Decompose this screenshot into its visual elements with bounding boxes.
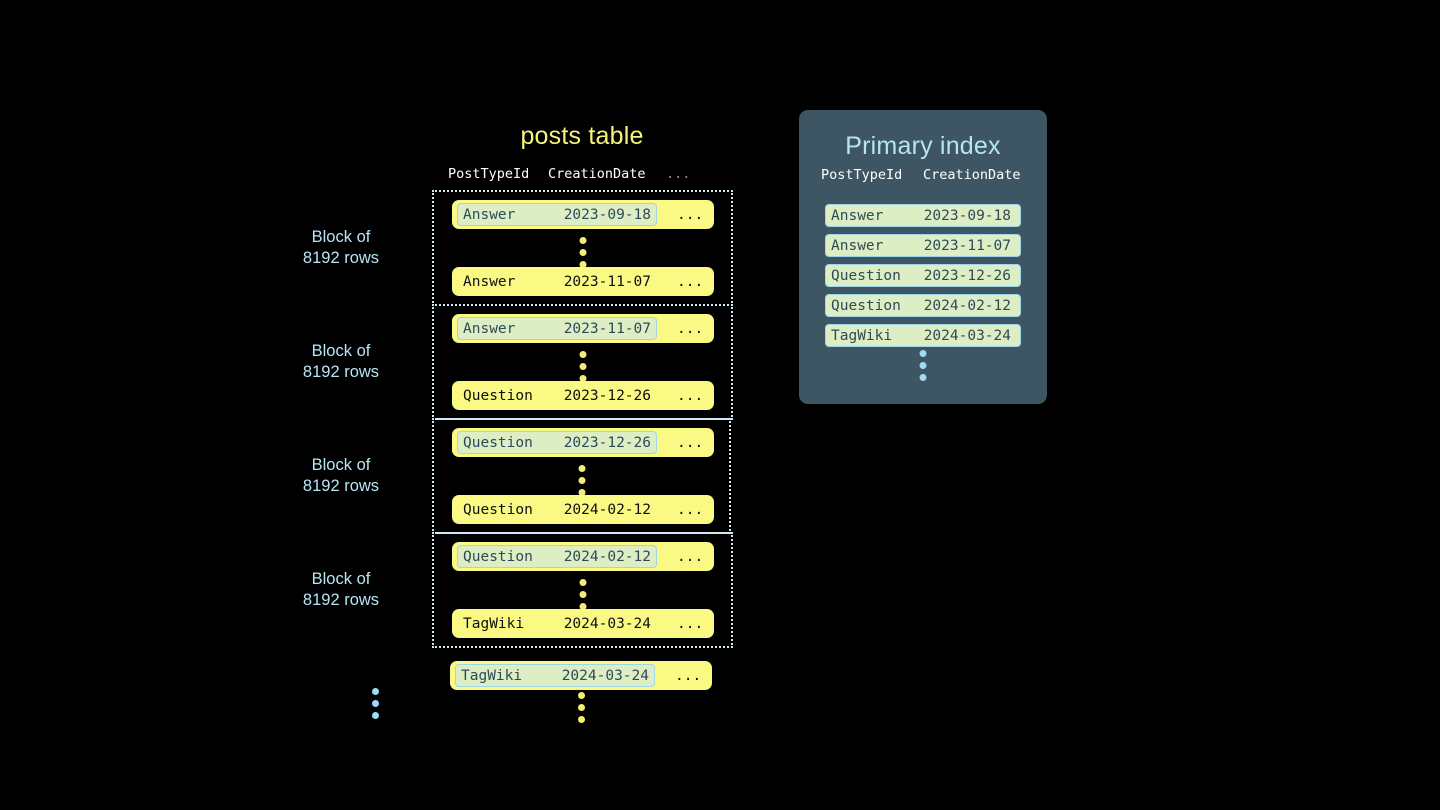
cell-ellipsis: ... [677,615,704,632]
block-label: Block of 8192 rows [302,228,380,267]
row-key-cells: TagWiki 2024-03-24 [455,664,655,687]
cell-creationdate: 2023-12-26 [923,267,1011,284]
cell-creationdate: 2024-02-12 [563,501,651,518]
table-block: Block of 8192 rows Answer 2023-09-18 ...… [303,190,733,306]
column-header-creationdate: CreationDate [548,166,646,182]
table-row[interactable]: Answer 2023-09-18 ... [452,200,714,229]
table-block: Block of 8192 rows Answer 2023-11-07 ...… [303,304,733,420]
list-item[interactable]: Question 2024-02-12 [825,294,1021,317]
cell-ellipsis: ... [677,501,704,518]
primary-index-column-headers: PostTypeId CreationDate [821,167,1027,183]
table-continuation-dots [578,692,585,723]
list-item[interactable]: TagWiki 2024-03-24 [825,324,1021,347]
cell-posttypeid: TagWiki [831,327,893,344]
row-key-cells: Question 2023-12-26 [457,431,657,454]
row-ellipsis-dots [579,579,586,610]
cell-creationdate: 2024-02-12 [923,297,1011,314]
row-key-cells: Answer 2023-09-18 [457,203,657,226]
cell-posttypeid: Answer [463,320,516,337]
table-row[interactable]: Answer 2023-11-07 ... [452,314,714,343]
row-key-cells: Question 2024-02-12 [457,498,657,521]
row-ellipsis-dots [579,237,586,268]
cell-ellipsis: ... [677,548,704,565]
cell-creationdate: 2023-12-26 [563,434,651,451]
cell-posttypeid: TagWiki [463,615,525,632]
cell-posttypeid: Question [463,434,533,451]
page-title: posts table [520,122,644,150]
primary-index-panel: Primary index PostTypeId CreationDate An… [799,110,1047,404]
primary-index-continuation-dots [919,350,927,381]
row-key-cells: Question 2024-02-12 [457,545,657,568]
row-key-cells: Answer 2023-11-07 [457,270,657,293]
cell-creationdate: 2024-02-12 [563,548,651,565]
block-label: Block of 8192 rows [302,570,380,609]
cell-ellipsis: ... [675,667,702,684]
cell-creationdate: 2024-03-24 [923,327,1011,344]
posts-table-blocks: Block of 8192 rows Answer 2023-09-18 ...… [303,190,733,648]
block-label: Block of 8192 rows [302,456,380,495]
column-header-ellipsis: ... [666,166,691,182]
table-block: Block of 8192 rows Question 2024-02-12 .… [303,532,733,648]
cell-posttypeid: Question [463,501,533,518]
cell-creationdate: 2023-09-18 [563,206,651,223]
row-ellipsis-dots [579,351,586,382]
cell-posttypeid: TagWiki [461,667,523,684]
table-block: Block of 8192 rows Question 2023-12-26 .… [303,418,731,534]
cell-creationdate: 2023-09-18 [923,207,1011,224]
list-item[interactable]: Answer 2023-09-18 [825,204,1021,227]
table-row[interactable]: Question 2023-12-26 ... [452,428,714,457]
primary-index-title: Primary index [845,132,1001,160]
cell-posttypeid: Question [463,548,533,565]
column-header-posttypeid: PostTypeId [821,167,903,183]
row-key-cells: Question 2023-12-26 [457,384,657,407]
table-row[interactable]: Question 2023-12-26 ... [452,381,714,410]
cell-posttypeid: Question [831,297,901,314]
cell-creationdate: 2023-11-07 [563,273,651,290]
cell-posttypeid: Question [463,387,533,404]
row-ellipsis-dots [578,465,585,496]
cell-ellipsis: ... [677,273,704,290]
row-key-cells: TagWiki 2024-03-24 [457,612,657,635]
cell-posttypeid: Question [831,267,901,284]
cell-ellipsis: ... [677,387,704,404]
cell-creationdate: 2023-11-07 [923,237,1011,254]
table-row[interactable]: Question 2024-02-12 ... [452,495,714,524]
cell-creationdate: 2023-11-07 [563,320,651,337]
list-item[interactable]: Answer 2023-11-07 [825,234,1021,257]
row-key-cells: Answer 2023-11-07 [457,317,657,340]
table-row[interactable]: TagWiki 2024-03-24 ... [450,661,712,690]
cell-posttypeid: Answer [831,207,884,224]
block-continuation-dots [372,688,379,719]
cell-posttypeid: Answer [831,237,884,254]
primary-index-rows: Answer 2023-09-18 Answer 2023-11-07 Ques… [825,204,1021,354]
cell-ellipsis: ... [677,206,704,223]
posts-table-column-headers: PostTypeId CreationDate ... [448,166,714,182]
block-label: Block of 8192 rows [302,342,380,381]
table-row[interactable]: TagWiki 2024-03-24 ... [452,609,714,638]
list-item[interactable]: Question 2023-12-26 [825,264,1021,287]
cell-creationdate: 2024-03-24 [563,615,651,632]
cell-posttypeid: Answer [463,206,516,223]
column-header-posttypeid: PostTypeId [448,166,530,182]
cell-posttypeid: Answer [463,273,516,290]
cell-ellipsis: ... [677,434,704,451]
table-row[interactable]: Question 2024-02-12 ... [452,542,714,571]
cell-creationdate: 2024-03-24 [561,667,649,684]
column-header-creationdate: CreationDate [923,167,1021,183]
cell-creationdate: 2023-12-26 [563,387,651,404]
cell-ellipsis: ... [677,320,704,337]
table-row[interactable]: Answer 2023-11-07 ... [452,267,714,296]
